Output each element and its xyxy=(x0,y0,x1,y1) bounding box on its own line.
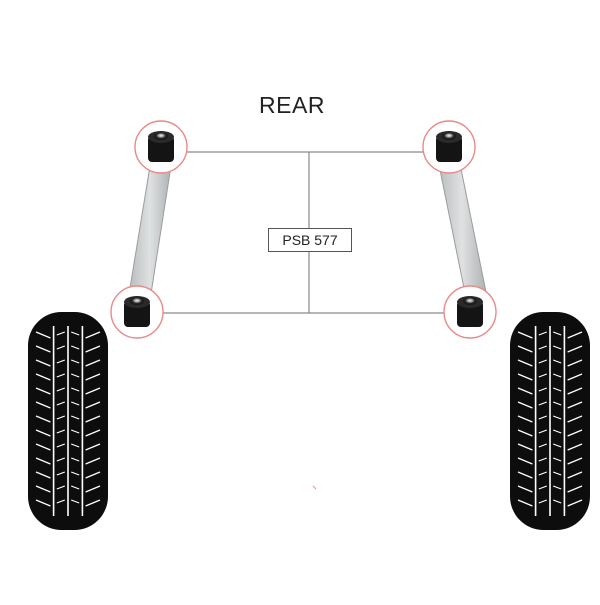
bush-top-left xyxy=(134,120,188,174)
right-tyre xyxy=(510,312,590,530)
bush-top-right xyxy=(422,120,476,174)
bush-bottom-left xyxy=(110,285,164,339)
bush-bottom-right xyxy=(443,285,497,339)
right-trailing-arm xyxy=(437,153,487,299)
left-trailing-arm xyxy=(128,159,172,301)
left-tyre xyxy=(28,312,108,530)
stray-mark xyxy=(312,485,317,490)
part-number-label: PSB 577 xyxy=(268,228,352,252)
diagram-title: REAR xyxy=(259,92,325,118)
